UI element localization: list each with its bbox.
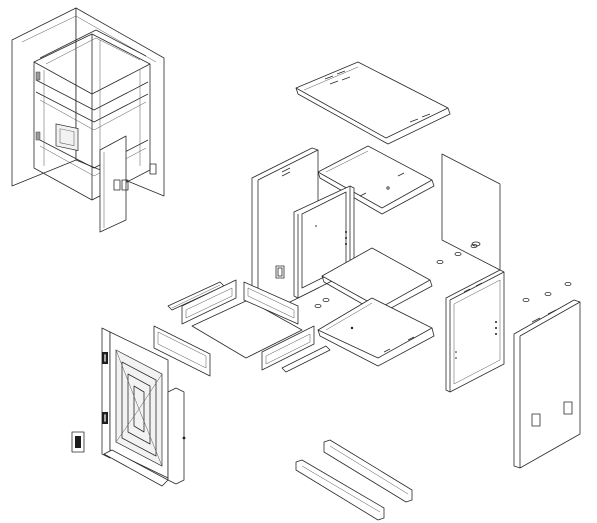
- base-rail-left-front: [181, 279, 237, 325]
- rear-panel: [441, 153, 501, 271]
- bottom-tray: [317, 297, 435, 367]
- door-side-trim: [167, 387, 186, 485]
- door-bottom-trim: [103, 449, 169, 487]
- door-lock-handle: [71, 431, 85, 453]
- upper-tray: [317, 145, 435, 215]
- assembled-cabinet: [11, 7, 165, 233]
- base-rail-small: [281, 345, 331, 373]
- base-rail-front-long: [153, 325, 211, 377]
- base-rail-right-back: [243, 281, 299, 325]
- right-side-frame: [445, 269, 505, 393]
- loose-bracket-upper: [323, 439, 413, 503]
- right-side-panel: [513, 281, 581, 469]
- base-plate: [191, 299, 303, 359]
- top-cover-panel: [295, 61, 451, 145]
- loose-bracket-lower: [295, 459, 385, 521]
- base-rail-right-front: [261, 325, 315, 371]
- front-door: [101, 327, 169, 479]
